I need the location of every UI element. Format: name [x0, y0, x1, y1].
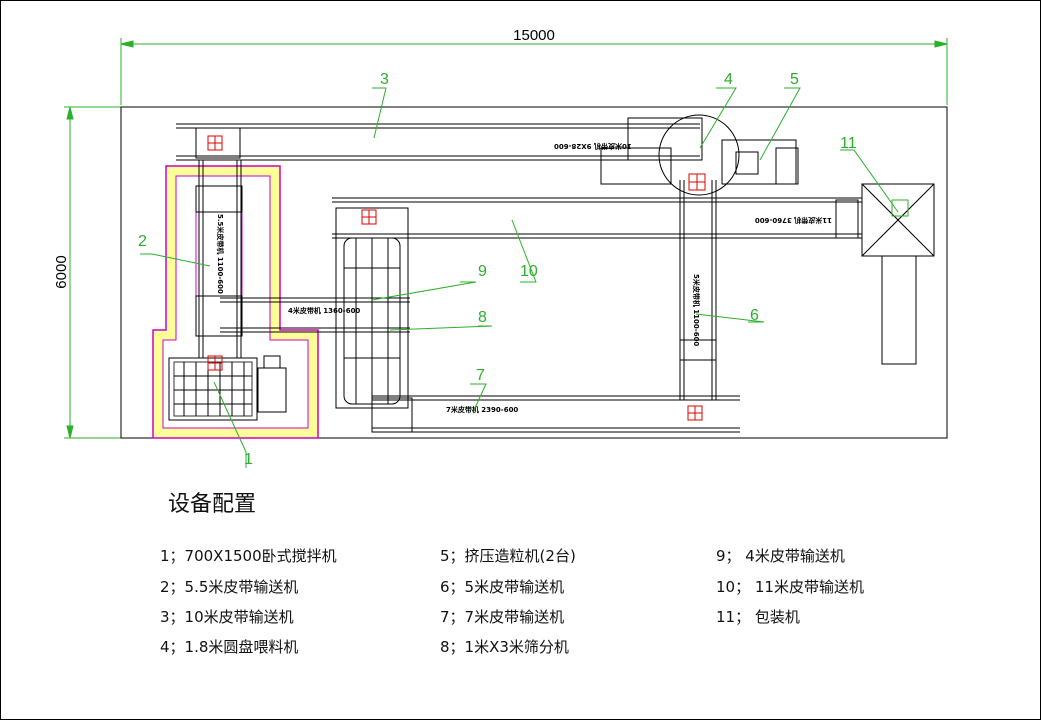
callout-7: 7: [476, 367, 485, 384]
belt-conveyor-7m: [371, 395, 740, 433]
legend-item-1: 1；700X1500卧式搅拌机: [160, 547, 337, 565]
screening-machine: [335, 207, 409, 409]
belt-label-10m: 10米皮带机 9X28-600: [554, 142, 632, 151]
mixer-center-mark: [207, 355, 223, 371]
belt-conveyor-5m: [679, 180, 717, 400]
belt-label-11m: 11米皮带机 3760-600: [755, 216, 832, 225]
legend-item-6: 6；5米皮带输送机: [440, 578, 565, 596]
packing-machine: [861, 183, 935, 365]
callout-9: 9: [478, 263, 487, 280]
belt-label-7m: 7米皮带机 2390-600: [446, 405, 518, 414]
callout-11: 11: [840, 135, 857, 152]
legend-item-8: 8；1米X3米筛分机: [440, 638, 569, 656]
callout-2: 2: [138, 233, 147, 250]
height-dimension-label: 6000: [53, 255, 70, 288]
legend-item-4: 4；1.8米圆盘喂料机: [160, 638, 299, 656]
callout-leaders: [140, 87, 899, 468]
belt-5m-mark: [687, 405, 703, 421]
site-boundary: [120, 106, 948, 439]
callout-3: 3: [380, 71, 389, 88]
callout-5: 5: [790, 71, 799, 88]
legend-title: 设备配置: [168, 492, 257, 517]
legend-item-3: 3；10米皮带输送机: [160, 608, 294, 626]
legend-item-2: 2；5.5米皮带输送机: [160, 578, 299, 596]
legend-item-5: 5；挤压造粒机(2台): [440, 547, 576, 565]
callout-6: 6: [750, 307, 759, 324]
screening-machine-mark: [361, 209, 377, 225]
belt-conveyor-4m: [220, 297, 410, 333]
belt-conveyor-11m: [332, 197, 862, 239]
legend-item-7: 7；7米皮带输送机: [440, 608, 565, 626]
disc-feeder-mark: [688, 173, 706, 191]
extrusion-granulator: [721, 139, 799, 185]
legend-item-10: 10； 11米皮带输送机: [716, 578, 864, 596]
legend-item-9: 9； 4米皮带输送机: [716, 547, 845, 565]
belt-label-5m: 5米皮带机 1100-600: [692, 274, 701, 346]
callout-1: 1: [244, 451, 253, 468]
horizontal-mixer: [168, 355, 287, 421]
belt-10m-head-mark: [207, 135, 223, 151]
belt-conveyor-10m: [176, 117, 703, 161]
callout-8: 8: [478, 309, 487, 326]
width-dimension-label: 15000: [513, 27, 555, 44]
legend-item-11: 11； 包装机: [716, 608, 800, 626]
callout-10: 10: [520, 263, 538, 280]
width-dimension: [120, 38, 948, 105]
belt-label-4m: 4米皮带机 1360-600: [288, 306, 360, 315]
belt-label-5-5m: 5.5米皮带机 1100-600: [216, 214, 225, 294]
height-dimension: [64, 106, 121, 439]
callout-4: 4: [724, 71, 733, 88]
disc-feeder: [600, 114, 740, 196]
belt-conveyor-5-5m: [195, 160, 243, 358]
